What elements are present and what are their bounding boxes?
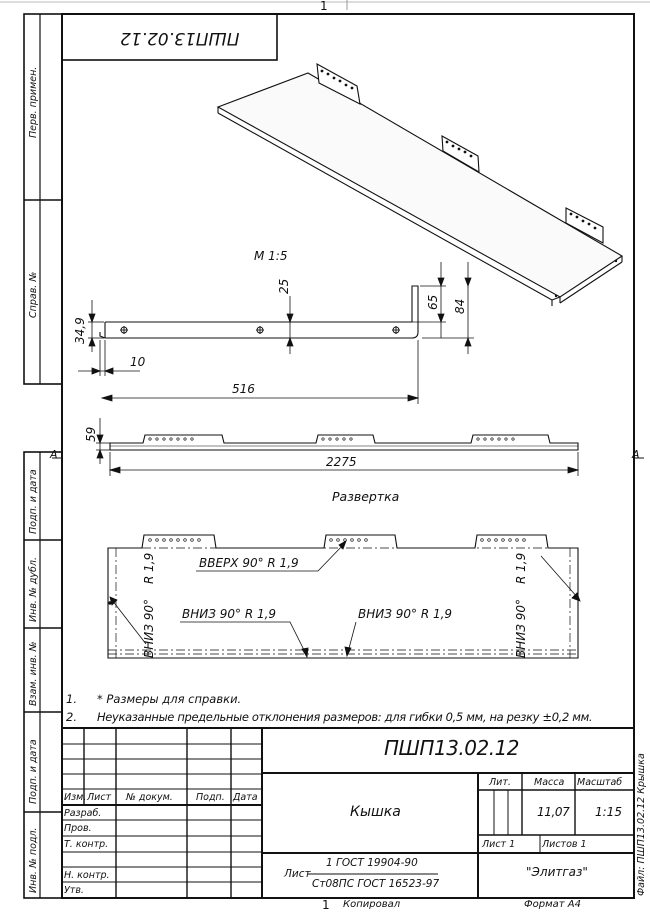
designation: ПШП13.02.12 bbox=[384, 736, 520, 760]
scale-label: М 1:5 bbox=[254, 249, 288, 263]
section-dimensions bbox=[78, 262, 474, 404]
copied-label: Копировал bbox=[343, 899, 401, 910]
strip-label-vzam-inv: Взам. инв. № bbox=[28, 641, 39, 706]
section-view bbox=[99, 285, 419, 339]
part-name: Кышка bbox=[350, 804, 401, 820]
left-strip-bottom bbox=[23, 451, 63, 899]
change-header-list: Лист bbox=[87, 792, 112, 803]
dim-84: 84 bbox=[453, 298, 467, 314]
file-label: Файл: ПШП13.02.12 Крышка bbox=[636, 753, 647, 896]
mass-header: Масса bbox=[534, 777, 565, 788]
requirement-1-text: * Размеры для справки. bbox=[97, 692, 242, 706]
lit-header: Лит. bbox=[489, 777, 511, 788]
front-dimensions bbox=[96, 418, 580, 476]
requirement-2-text: Неуказанные предельные отклонения размер… bbox=[97, 710, 593, 724]
scale-header: Масштаб bbox=[577, 777, 623, 788]
company-name: "Элитгаз" bbox=[526, 865, 588, 879]
strip-label-podp-data-1: Подп. и дата bbox=[28, 469, 39, 534]
requirement-1-number: 1. bbox=[66, 692, 77, 706]
dim-25: 25 bbox=[277, 278, 291, 294]
note-side-right-r: R 1,9 bbox=[514, 552, 528, 584]
front-view-holes bbox=[148, 437, 515, 441]
sheets-label: Листов 1 bbox=[542, 839, 587, 850]
section-holes bbox=[120, 326, 400, 334]
role-t-kontr: Т. контр. bbox=[64, 839, 109, 850]
strip-label-perv-primen: Перв. примен. bbox=[28, 66, 39, 138]
bottom-page-number: 1 bbox=[322, 898, 330, 912]
section-marker-left: A bbox=[50, 448, 58, 461]
dim-59: 59 bbox=[84, 426, 98, 442]
front-view bbox=[109, 434, 579, 451]
change-header-data: Дата bbox=[233, 792, 258, 803]
isometric-view bbox=[216, 63, 624, 306]
format-label: Формат А4 bbox=[524, 899, 581, 910]
note-down-bend-1: ВНИЗ 90° R 1,9 bbox=[182, 607, 277, 621]
role-prov: Пров. bbox=[64, 823, 92, 834]
unfold-leaders bbox=[109, 540, 581, 659]
strip-label-podp-data-2: Подп. и дата bbox=[28, 739, 39, 804]
top-page-number: 1 bbox=[320, 0, 328, 13]
requirement-2-number: 2. bbox=[66, 710, 77, 724]
unfold-title: Развертка bbox=[332, 489, 400, 504]
role-n-kontr: Н. контр. bbox=[64, 870, 110, 881]
role-razrab: Разраб. bbox=[64, 808, 102, 819]
change-header-doc: № докум. bbox=[126, 792, 173, 803]
note-side-left-down: ВНИЗ 90° bbox=[142, 598, 156, 658]
change-header-izm: Изм. bbox=[64, 792, 87, 803]
unfold-bend-lines bbox=[108, 547, 578, 658]
unfold-view bbox=[107, 534, 579, 659]
title-block-grid bbox=[62, 727, 634, 898]
left-strip-top bbox=[23, 13, 63, 385]
section-marker-right: A bbox=[632, 448, 640, 461]
mirrored-code: ПШП13.02.12 bbox=[120, 28, 240, 48]
strip-label-sprav-no: Справ. № bbox=[28, 271, 39, 318]
scale-value: 1:15 bbox=[595, 805, 622, 819]
dim-65: 65 bbox=[426, 294, 440, 310]
role-utv: Утв. bbox=[64, 885, 84, 896]
change-header-podp: Подп. bbox=[196, 792, 225, 803]
sheet-label: Лист 1 bbox=[482, 839, 516, 850]
note-down-bend-2: ВНИЗ 90° R 1,9 bbox=[358, 607, 453, 621]
dim-34-9: 34,9 bbox=[73, 317, 87, 344]
dim-516: 516 bbox=[232, 382, 255, 396]
note-side-left-r: R 1,9 bbox=[142, 552, 156, 584]
note-side-right-down: ВНИЗ 90° bbox=[514, 598, 528, 658]
material-prefix: Лист bbox=[284, 868, 311, 880]
note-up-bend: ВВЕРХ 90° R 1,9 bbox=[199, 556, 299, 570]
material-line1: 1 ГОСТ 19904-90 bbox=[326, 857, 418, 869]
dim-2275: 2275 bbox=[326, 455, 357, 469]
material-line2: Ст08ПС ГОСТ 16523-97 bbox=[312, 878, 440, 890]
dim-10: 10 bbox=[130, 355, 146, 369]
iso-tab-holes bbox=[320, 69, 618, 298]
mass-value: 11,07 bbox=[537, 805, 570, 819]
strip-label-inv-podl: Инв. № подл. bbox=[28, 827, 39, 893]
strip-label-inv-dubl: Инв. № дубл. bbox=[28, 557, 39, 622]
